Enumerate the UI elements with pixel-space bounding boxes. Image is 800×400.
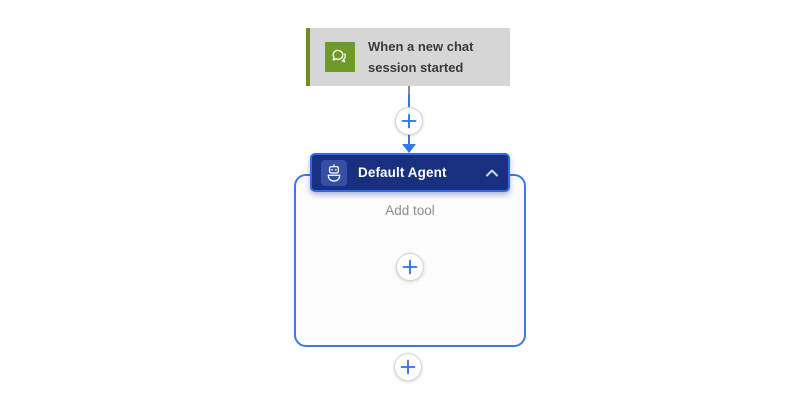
chat-bubbles-icon [325, 42, 355, 72]
collapse-toggle[interactable] [485, 168, 499, 178]
add-action-button[interactable] [395, 107, 423, 135]
agent-title: Default Agent [358, 165, 447, 180]
connector-stub [408, 86, 410, 94]
chevron-up-icon [486, 169, 498, 176]
robot-icon [321, 159, 347, 186]
add-action-after-agent-button[interactable] [394, 353, 422, 381]
connector-line-upper [408, 94, 410, 107]
add-tool-button[interactable] [396, 253, 424, 281]
plus-icon [401, 113, 417, 129]
trigger-card[interactable]: When a new chat session started [306, 28, 510, 86]
add-tool-placeholder: Add tool [385, 203, 435, 218]
trigger-title: When a new chat session started [368, 39, 474, 75]
agent-header-card[interactable]: Default Agent [310, 153, 510, 192]
connector-arrowhead [402, 144, 416, 153]
plus-icon [400, 359, 416, 375]
connector-line-lower [408, 135, 410, 144]
plus-icon [402, 259, 418, 275]
